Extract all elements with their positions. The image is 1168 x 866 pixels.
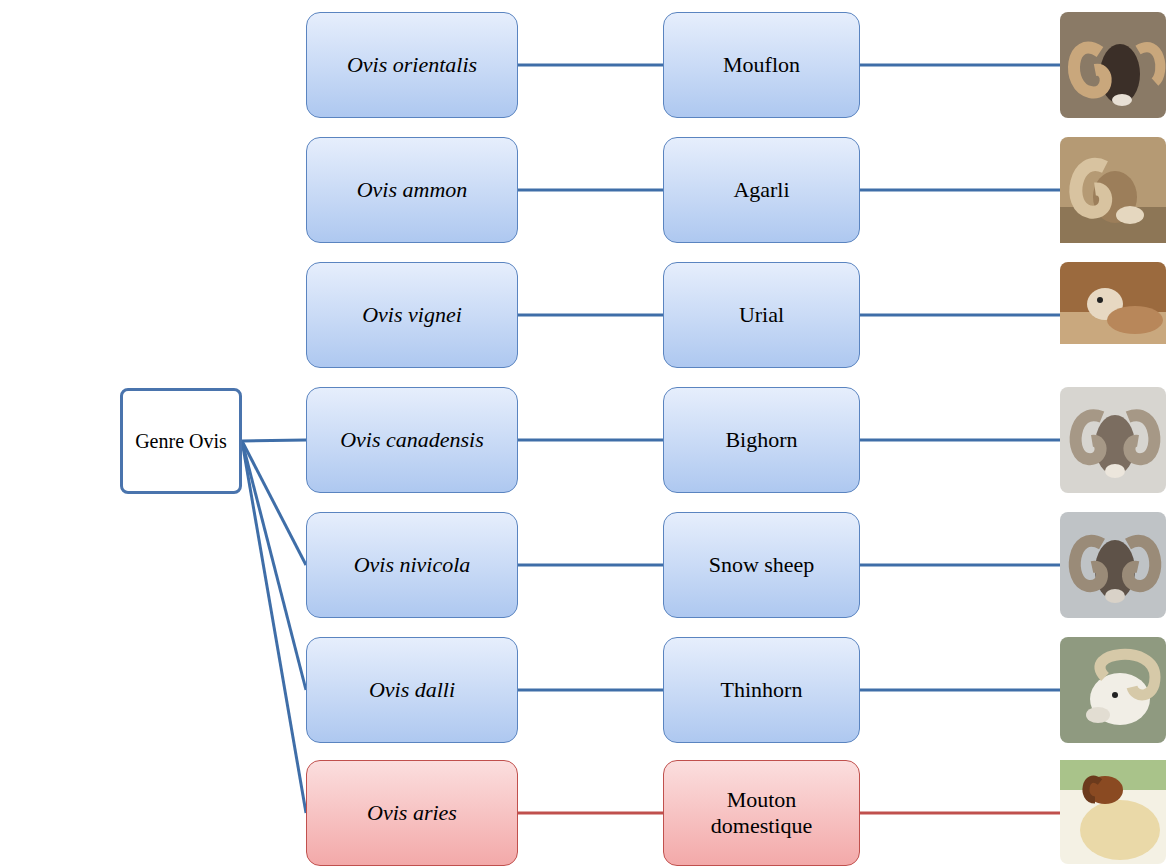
sheep-photo bbox=[1060, 512, 1166, 618]
leader-line bbox=[860, 314, 1060, 317]
species-box: Ovis vignei bbox=[306, 262, 518, 368]
leader-line bbox=[860, 439, 1060, 442]
connector bbox=[242, 441, 306, 690]
node-label: Ovis nivicola bbox=[354, 552, 471, 578]
node-label: Ovis canadensis bbox=[340, 427, 484, 453]
connector bbox=[518, 189, 663, 192]
common-name-box: Thinhorn bbox=[663, 637, 860, 743]
photo-leader-lines bbox=[860, 65, 1060, 813]
node-label: Ovis aries bbox=[367, 800, 457, 826]
leader-line bbox=[860, 564, 1060, 567]
node-label: Mouton domestique bbox=[687, 787, 837, 840]
sheep-photo bbox=[1060, 387, 1166, 493]
sheep-photo bbox=[1060, 12, 1166, 118]
node-label: Genre Ovis bbox=[135, 429, 227, 453]
connector bbox=[518, 439, 663, 442]
species-box: Ovis ammon bbox=[306, 137, 518, 243]
leader-line bbox=[860, 64, 1060, 67]
node-label: Thinhorn bbox=[721, 677, 803, 703]
connector bbox=[242, 441, 306, 813]
node-label: Urial bbox=[739, 302, 784, 328]
connector bbox=[518, 812, 663, 815]
node-label: Ovis orientalis bbox=[347, 52, 477, 78]
leader-line bbox=[860, 689, 1060, 692]
leader-line bbox=[860, 812, 1060, 815]
common-name-box: Agarli bbox=[663, 137, 860, 243]
node-label: Ovis vignei bbox=[362, 302, 462, 328]
common-name-box: Urial bbox=[663, 262, 860, 368]
sheep-photo bbox=[1060, 137, 1166, 243]
species-box: Ovis aries bbox=[306, 760, 518, 866]
node-label: Agarli bbox=[733, 177, 789, 203]
connector bbox=[518, 689, 663, 692]
node-label: Snow sheep bbox=[709, 552, 815, 578]
node-label: Mouflon bbox=[723, 52, 800, 78]
species-box: Ovis canadensis bbox=[306, 387, 518, 493]
common-name-box: Mouton domestique bbox=[663, 760, 860, 866]
common-name-box: Bighorn bbox=[663, 387, 860, 493]
species-box: Ovis dalli bbox=[306, 637, 518, 743]
common-name-box: Snow sheep bbox=[663, 512, 860, 618]
node-label: Ovis ammon bbox=[357, 177, 468, 203]
connector bbox=[518, 64, 663, 67]
connector bbox=[242, 440, 306, 441]
connector bbox=[518, 314, 663, 317]
node-label: Ovis dalli bbox=[369, 677, 455, 703]
sheep-photo bbox=[1060, 637, 1166, 743]
sheep-photo bbox=[1060, 760, 1166, 864]
leader-line bbox=[860, 189, 1060, 192]
connector bbox=[518, 564, 663, 567]
species-box: Ovis orientalis bbox=[306, 12, 518, 118]
sheep-photo bbox=[1060, 262, 1166, 344]
species-box: Ovis nivicola bbox=[306, 512, 518, 618]
genus-box: Genre Ovis bbox=[120, 388, 242, 494]
common-name-box: Mouflon bbox=[663, 12, 860, 118]
node-label: Bighorn bbox=[725, 427, 797, 453]
